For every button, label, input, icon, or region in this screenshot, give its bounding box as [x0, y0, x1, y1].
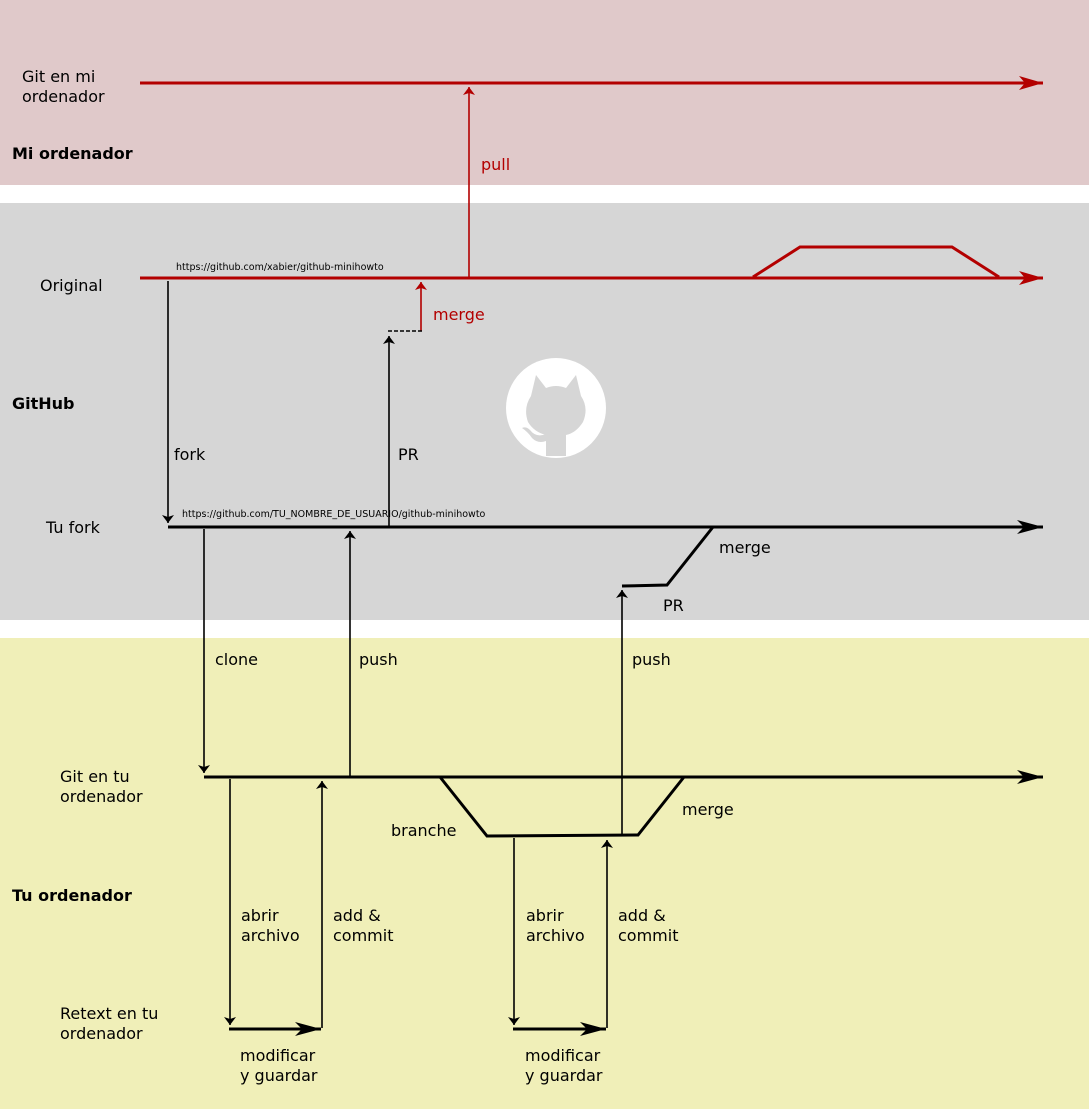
branch-original — [752, 245, 1000, 279]
label-add-1: add & commit — [333, 906, 393, 945]
band-label-mi-ordenador: Mi ordenador — [12, 144, 133, 163]
label-push-1: push — [359, 650, 398, 669]
label-branche: branche — [391, 821, 456, 840]
label-modificar-2: modificar y guardar — [525, 1046, 605, 1085]
row-label-git-mi-ordenador: Git en mi ordenador — [22, 67, 105, 106]
band-mi-ordenador — [0, 0, 1089, 185]
band-tu-ordenador — [0, 638, 1089, 1109]
branch-local — [438, 776, 686, 838]
band-label-github: GitHub — [12, 394, 75, 413]
label-merge-original: merge — [433, 305, 485, 324]
row-label-tu-fork: Tu fork — [45, 518, 101, 537]
branch-tu-fork — [621, 526, 715, 588]
label-pr-1: PR — [398, 445, 419, 464]
label-modificar-1: modificar y guardar — [240, 1046, 320, 1085]
row-label-original: Original — [40, 276, 103, 295]
label-merge-fork: merge — [719, 538, 771, 557]
url-original: https://github.com/xabier/github-minihow… — [176, 262, 384, 273]
row-label-retext: Retext en tu ordenador — [60, 1004, 163, 1043]
band-label-tu-ordenador: Tu ordenador — [12, 886, 132, 905]
url-fork: https://github.com/TU_NOMBRE_DE_USUARIO/… — [182, 509, 486, 520]
label-pull: pull — [481, 155, 510, 174]
label-pr-2: PR — [663, 596, 684, 615]
label-fork: fork — [174, 445, 206, 464]
label-add-2: add & commit — [618, 906, 678, 945]
row-label-git-tu-ordenador: Git en tu ordenador — [60, 767, 143, 806]
label-merge-local: merge — [682, 800, 734, 819]
label-push-2: push — [632, 650, 671, 669]
label-clone: clone — [215, 650, 258, 669]
label-abrir-2: abrir archivo — [526, 906, 585, 945]
github-octocat-icon — [506, 358, 606, 458]
label-abrir-1: abrir archivo — [241, 906, 300, 945]
